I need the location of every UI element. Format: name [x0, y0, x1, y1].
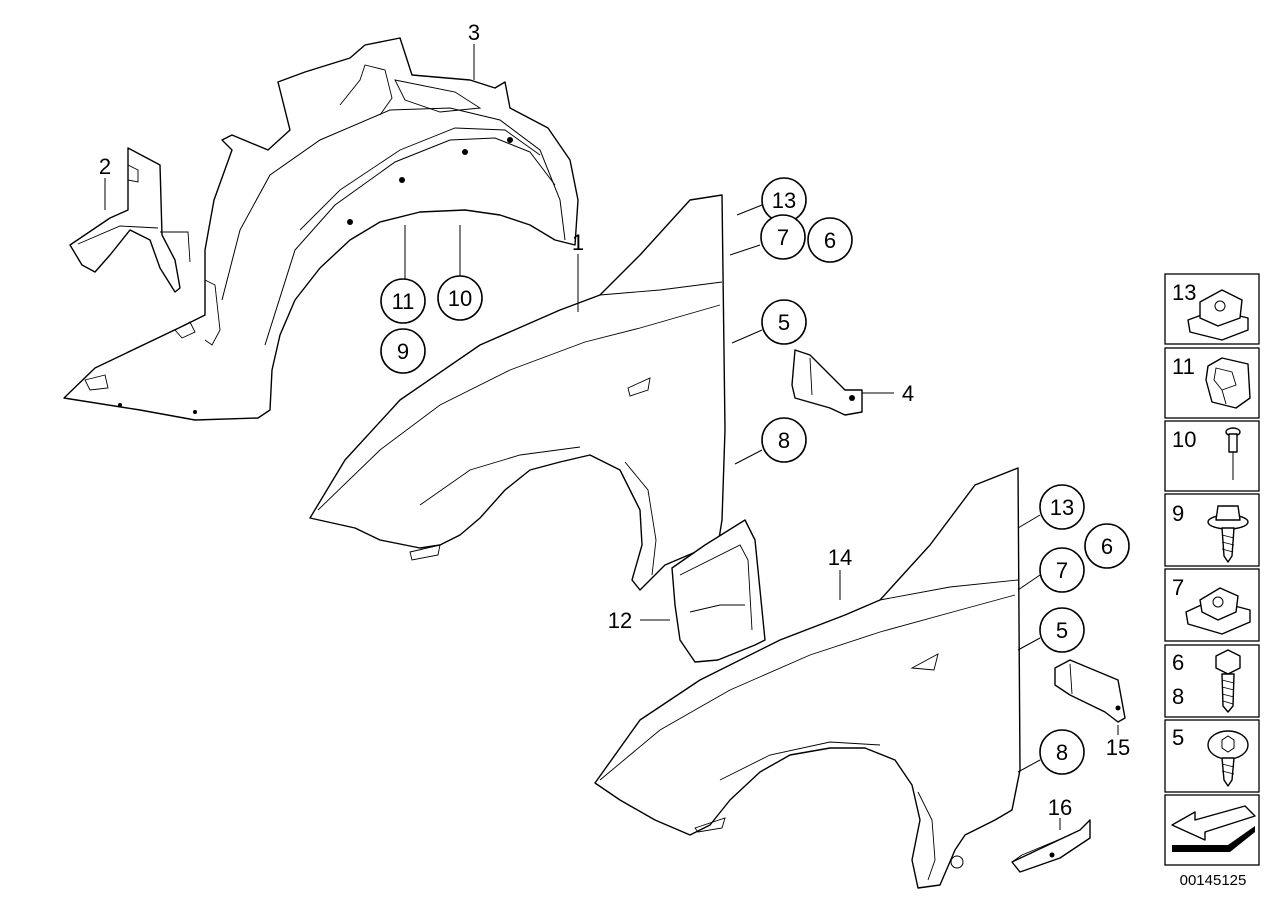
bracket-part-15 — [1054, 659, 1126, 723]
svg-text:7: 7 — [777, 225, 789, 250]
diagram-id: 00145125 — [1180, 872, 1247, 889]
callout-10: 10 — [437, 275, 483, 321]
callout-9: 9 — [380, 328, 426, 374]
hex-bolt-6-8-icon — [1215, 649, 1241, 713]
callout-5-upper: 5 — [761, 299, 807, 345]
svg-text:8: 8 — [778, 428, 790, 453]
callout-6-upper: 6 — [807, 217, 853, 263]
legend-label-8: 8 — [1172, 684, 1184, 709]
callout-13-lower: 13 — [1039, 484, 1085, 530]
collar-screw-9-icon — [1207, 505, 1249, 563]
callout-8-lower: 8 — [1039, 729, 1085, 775]
callout-5-lower: 5 — [1039, 607, 1085, 653]
svg-text:6: 6 — [1101, 534, 1113, 559]
label-2: 2 — [99, 154, 111, 179]
svg-text:13: 13 — [1050, 495, 1074, 520]
label-1: 1 — [572, 230, 584, 255]
legend-label-10: 10 — [1172, 427, 1196, 452]
svg-text:5: 5 — [778, 310, 790, 335]
callout-8-upper: 8 — [761, 417, 807, 463]
svg-text:9: 9 — [397, 339, 409, 364]
mud-flap-part-12 — [671, 519, 766, 663]
torx-screw-5-icon — [1207, 730, 1249, 787]
expanding-nut-11-icon — [1205, 357, 1251, 409]
fender-part-1 — [309, 194, 726, 591]
wheel-arch-liner-part — [63, 37, 579, 421]
callout-13-upper: 13 — [761, 177, 807, 223]
hardware-legend: 13 11 10 9 7 — [1164, 273, 1260, 866]
label-14: 14 — [828, 545, 852, 570]
label-12: 12 — [608, 608, 632, 633]
legend-label-6: 6 — [1172, 650, 1184, 675]
svg-text:11: 11 — [392, 289, 415, 314]
callout-7-upper: 7 — [760, 214, 806, 260]
leader-lines — [104, 44, 1119, 830]
svg-text:8: 8 — [1056, 740, 1068, 765]
svg-text:10: 10 — [448, 286, 472, 311]
legend-label-11: 11 — [1172, 354, 1195, 379]
clip-nut-13-icon — [1187, 289, 1249, 341]
label-4: 4 — [902, 381, 914, 406]
legend-label-7: 7 — [1172, 575, 1184, 600]
arrow-icon — [1171, 805, 1256, 852]
svg-text:6: 6 — [824, 228, 836, 253]
svg-text:7: 7 — [1056, 558, 1068, 583]
legend-label-5: 5 — [1172, 725, 1184, 750]
svg-text:13: 13 — [772, 188, 796, 213]
label-3: 3 — [468, 20, 480, 45]
bracket-part-2 — [69, 147, 191, 293]
bracket-part-16 — [1011, 819, 1091, 873]
callout-7-lower: 7 — [1039, 547, 1085, 593]
fender-part-14 — [594, 467, 1021, 889]
label-16: 16 — [1048, 795, 1072, 820]
label-15: 15 — [1106, 735, 1130, 760]
bracket-part-4 — [791, 349, 863, 416]
legend-label-9: 9 — [1172, 501, 1184, 526]
callout-11: 11 — [380, 278, 426, 324]
spring-nut-7-icon — [1185, 587, 1251, 635]
blind-rivet-10-icon — [1225, 427, 1241, 480]
callout-6-lower: 6 — [1084, 523, 1130, 569]
svg-text:5: 5 — [1056, 618, 1068, 643]
legend-label-13: 13 — [1172, 280, 1196, 305]
